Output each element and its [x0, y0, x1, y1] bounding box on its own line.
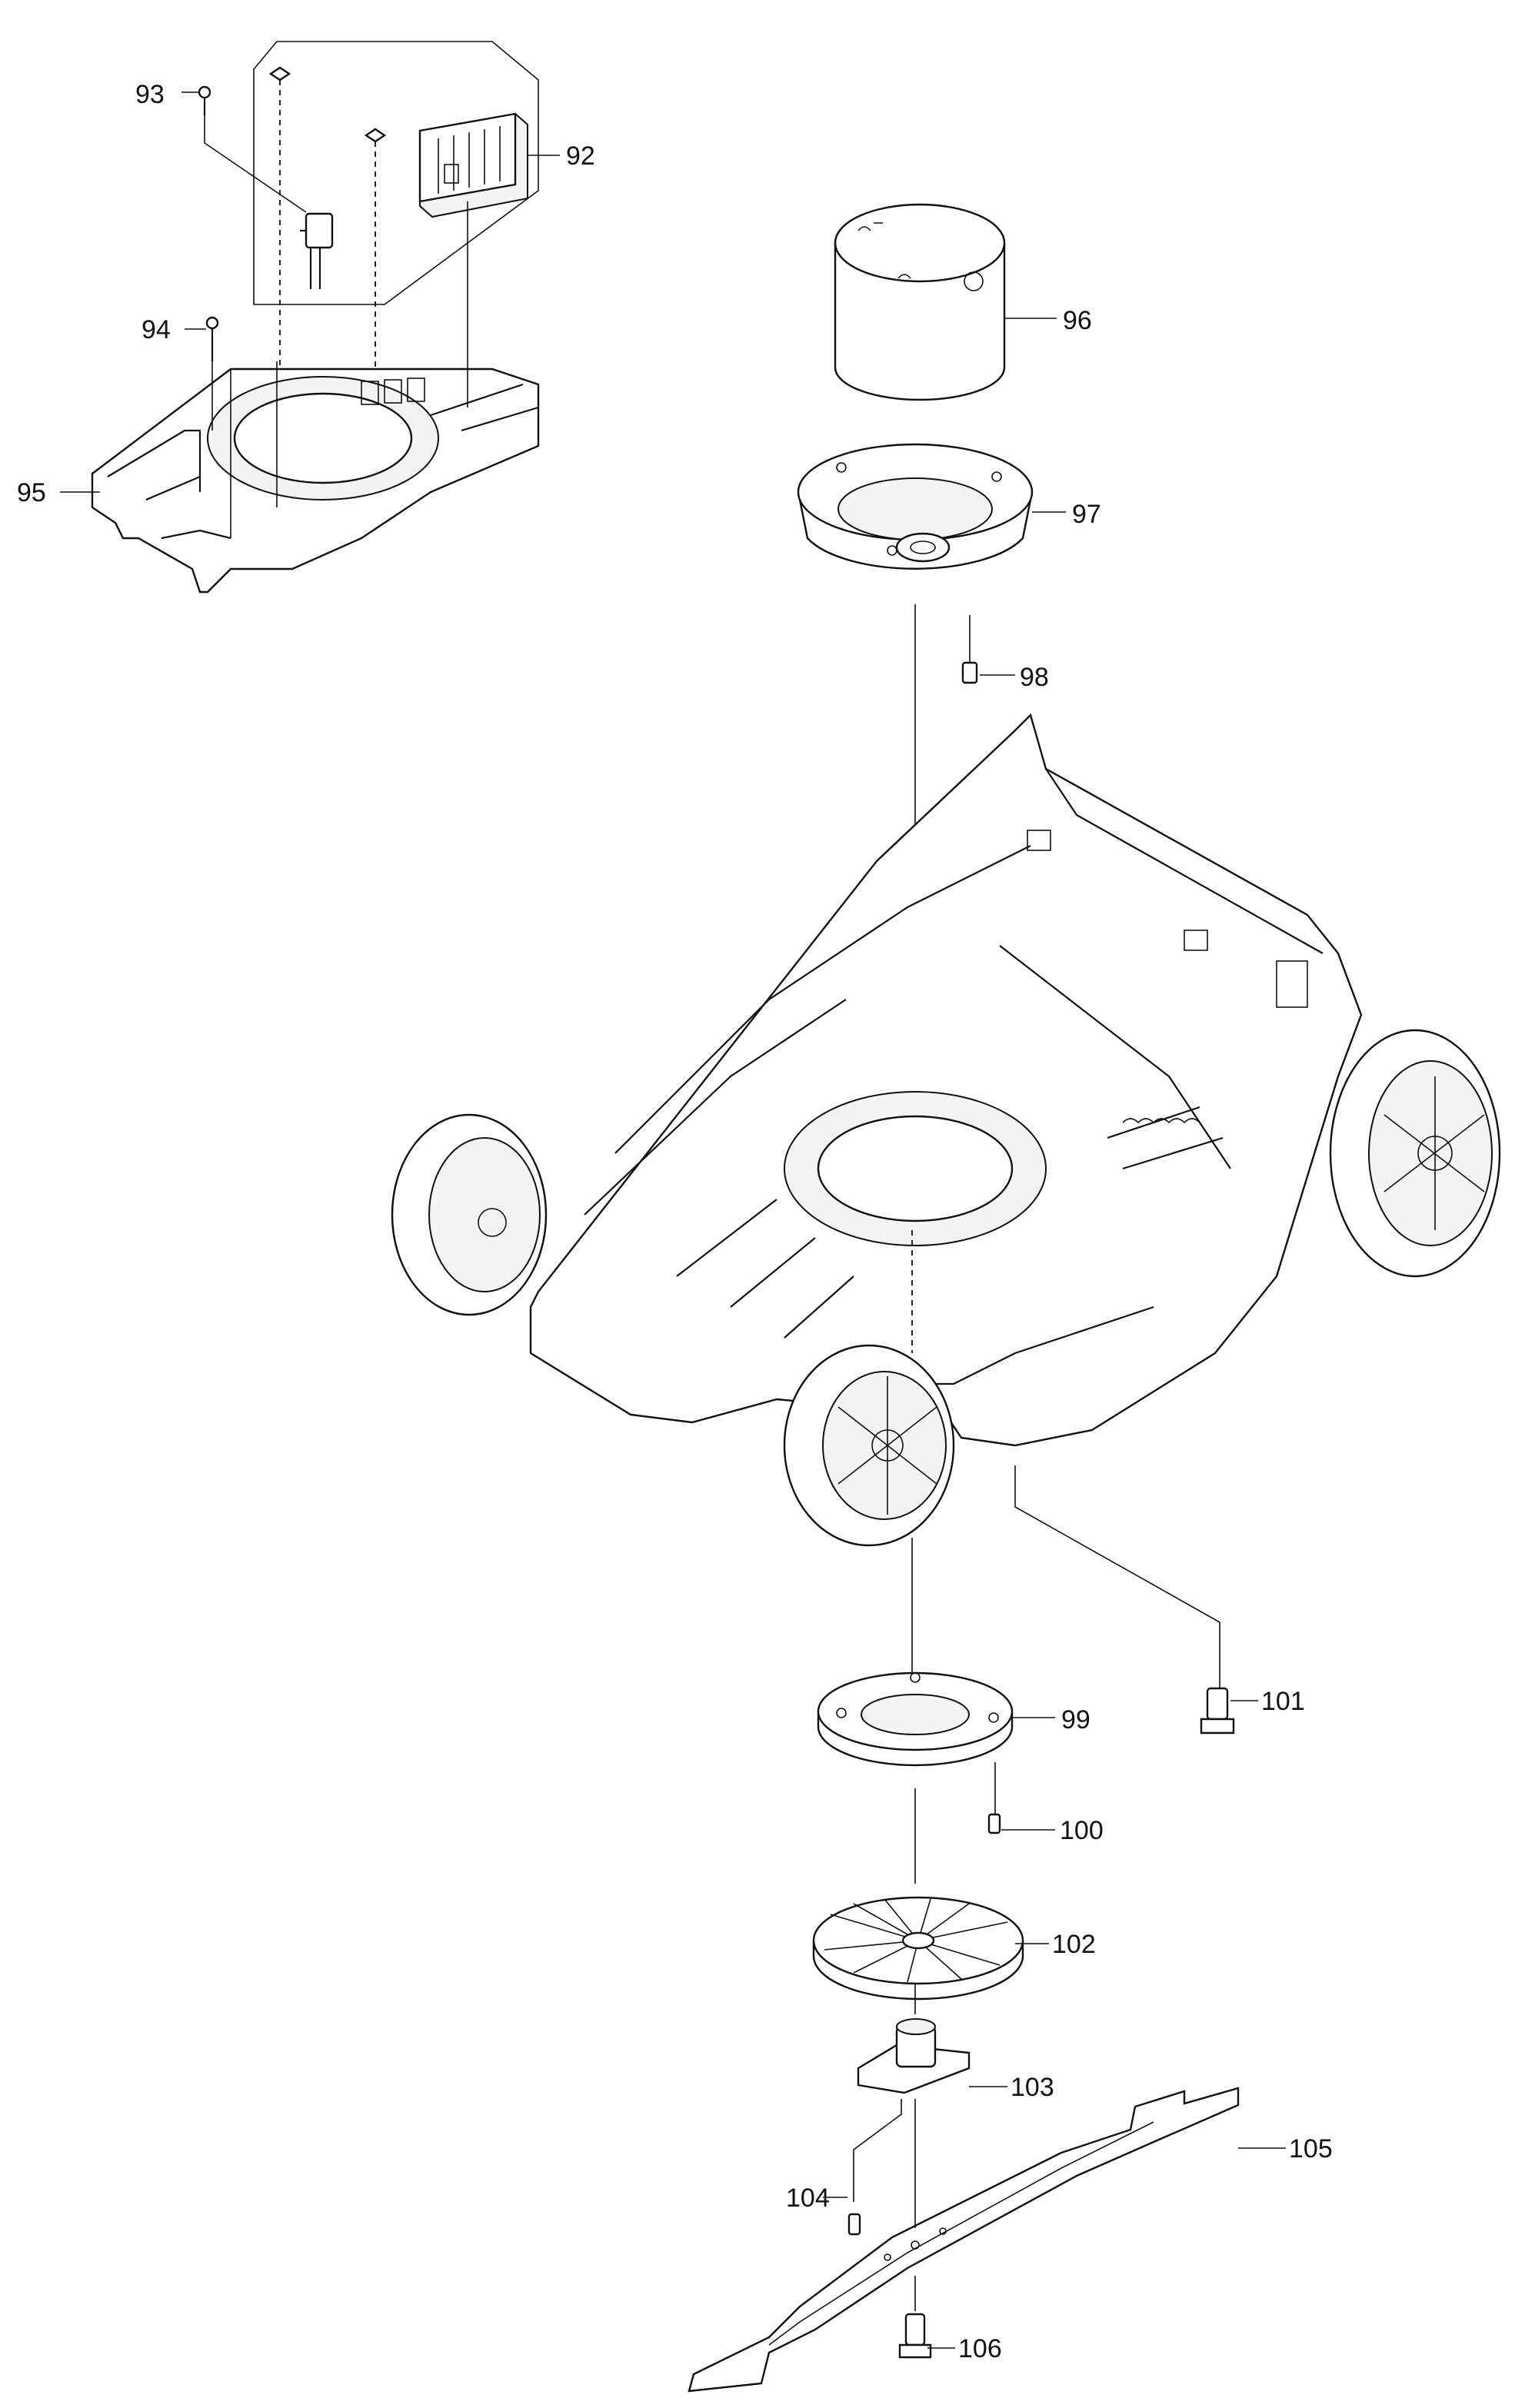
callout-96: 96	[1063, 306, 1092, 335]
part-93-screw	[198, 85, 211, 115]
callout-98: 98	[1020, 663, 1049, 692]
wheel-front	[783, 1344, 955, 1547]
part-98-screw	[961, 615, 978, 684]
callout-102: 102	[1052, 1930, 1096, 1959]
control-box-outline	[253, 41, 539, 305]
part-100-screw	[987, 1762, 1001, 1834]
callout-100: 100	[1060, 1816, 1104, 1845]
callout-105: 105	[1289, 2134, 1333, 2164]
callout-93: 93	[135, 80, 165, 109]
mower-deck	[529, 713, 1363, 1447]
callout-99: 99	[1061, 1705, 1090, 1734]
callout-97: 97	[1072, 500, 1101, 529]
part-106-bolt	[898, 2276, 932, 2359]
part-92-module	[418, 112, 528, 218]
callout-103: 103	[1011, 2073, 1054, 2102]
part-94-screw	[205, 316, 219, 361]
part-95-housing	[91, 361, 540, 594]
part-93-clip	[300, 212, 334, 289]
wheel-rear-left	[391, 1113, 548, 1316]
part-99-ring	[817, 1538, 1014, 1767]
leader-lines	[60, 91, 1286, 2349]
callout-94: 94	[142, 315, 171, 344]
part-96-motor	[834, 203, 1006, 401]
callout-106: 106	[958, 2334, 1002, 2363]
part-104-screw	[847, 2099, 902, 2236]
callout-labels: 93 92 94 95 96 97 98 101 99 100 102 103 …	[17, 80, 1333, 2363]
callout-104: 104	[786, 2183, 830, 2213]
part-105-blade	[688, 2087, 1240, 2393]
part-103-hub	[857, 1984, 971, 2094]
part-101-bolt	[1014, 1465, 1235, 1734]
small-screws-top	[268, 66, 387, 143]
callout-95: 95	[17, 478, 46, 507]
part-97-mount	[797, 443, 1034, 570]
callout-101: 101	[1261, 1687, 1305, 1716]
callout-92: 92	[566, 141, 595, 171]
wheel-rear-right	[1329, 1029, 1501, 1278]
part-102-fan	[812, 1788, 1024, 2001]
